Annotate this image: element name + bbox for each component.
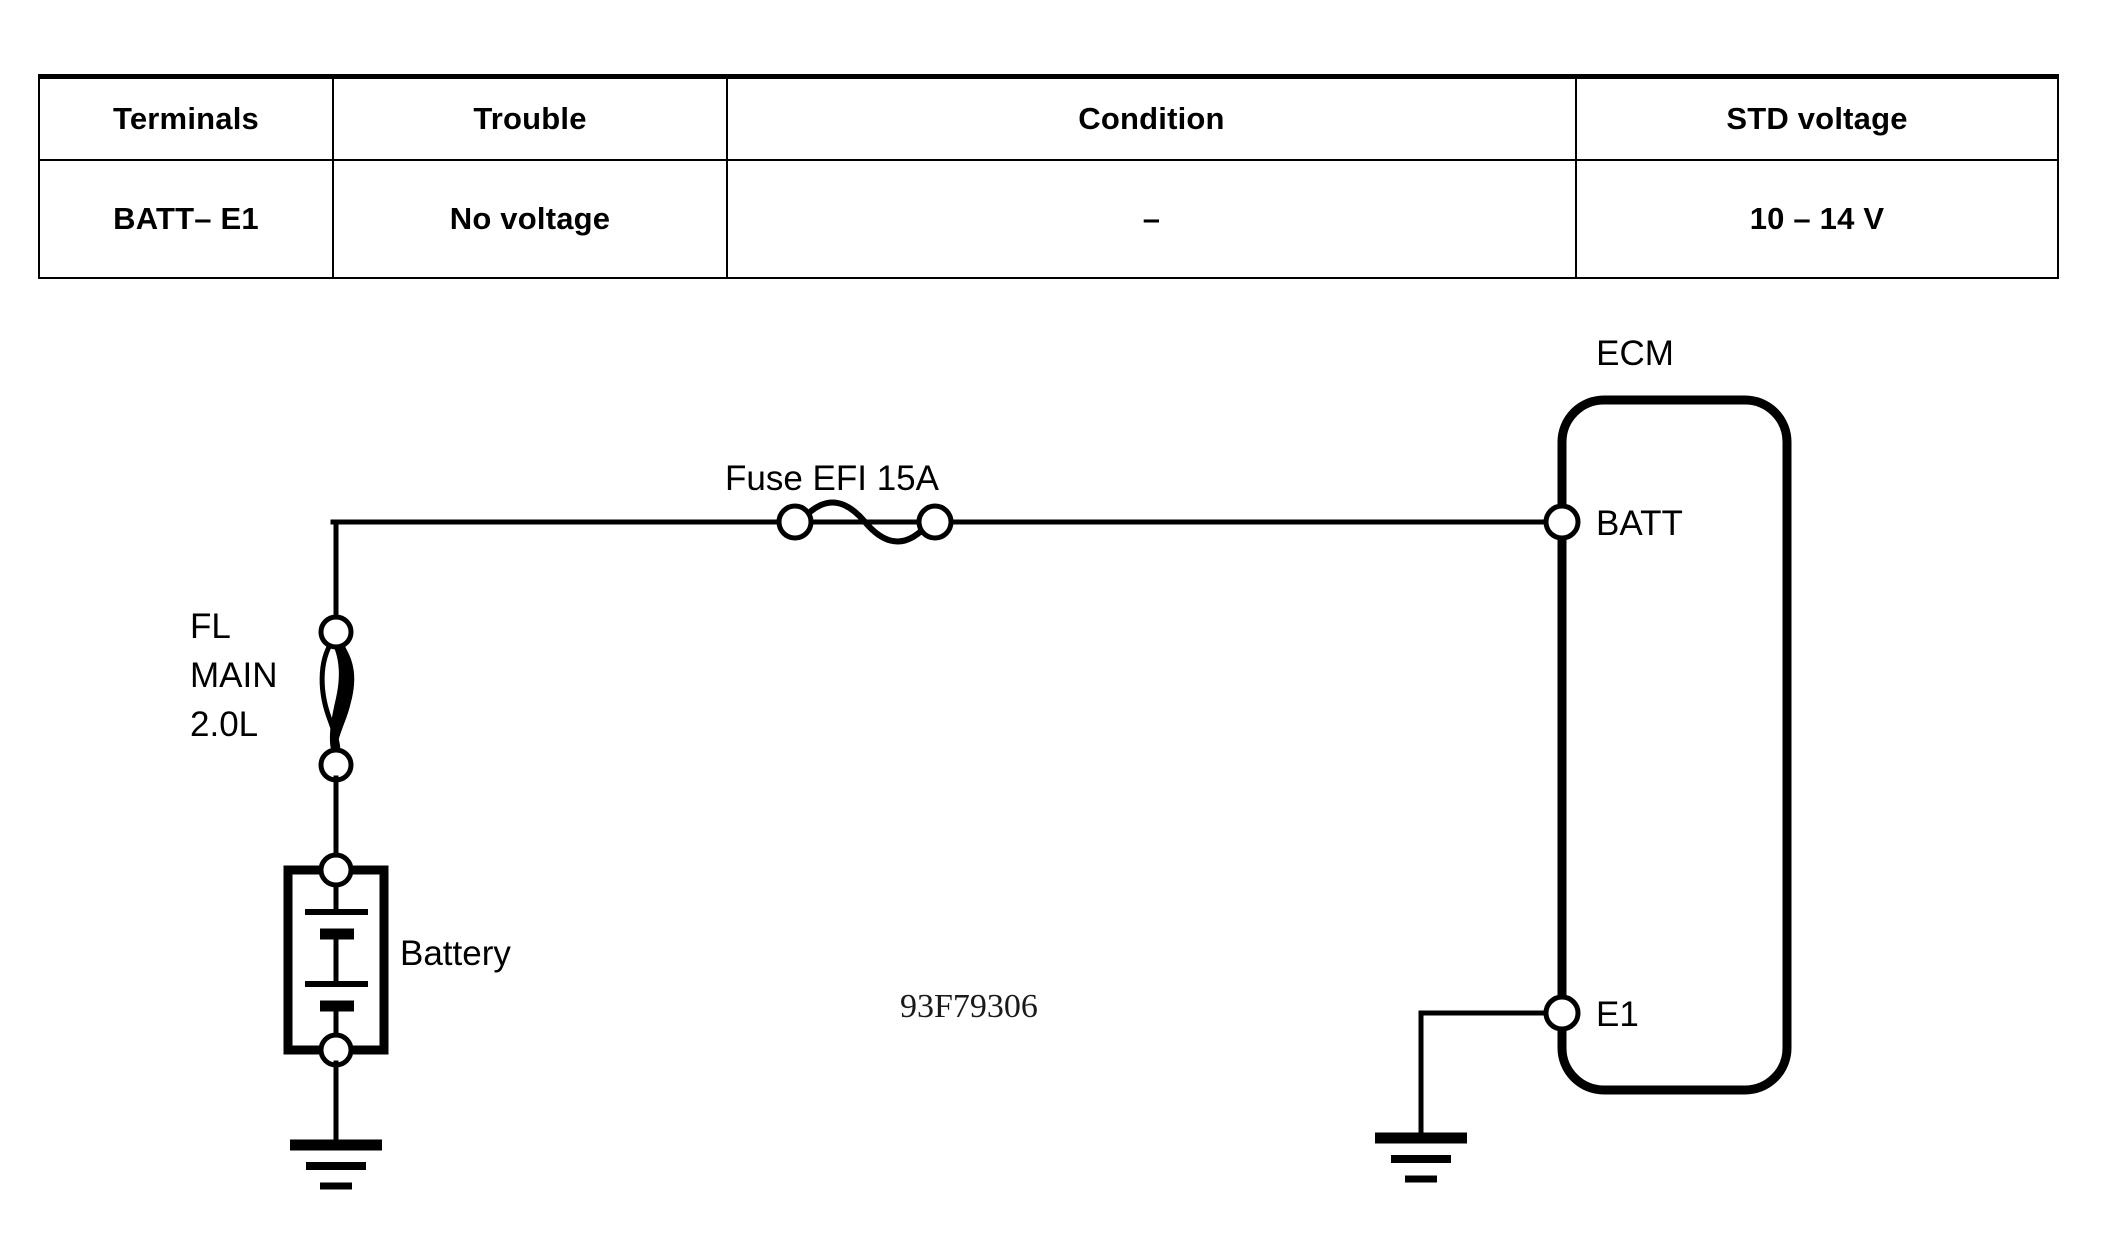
table-row: BATT– E1 No voltage – 10 – 14 V (38, 159, 2059, 279)
column-header-terminals: Terminals (38, 74, 334, 161)
ecm-e1-terminal-circle (1543, 994, 1581, 1032)
cell-trouble: No voltage (332, 159, 728, 279)
ground-symbol-battery (290, 1139, 382, 1190)
cell-std-voltage: 10 – 14 V (1575, 159, 2059, 279)
column-header-std-voltage: STD voltage (1575, 74, 2059, 161)
fuse-symbol (797, 499, 933, 545)
column-header-condition: Condition (726, 74, 1577, 161)
ecm-label: ECM (1596, 334, 1674, 373)
wiring-diagram: ECM Fuse EFI 15A FL MAIN 2.0L (0, 300, 2103, 1250)
ecm-batt-terminal-circle (1543, 503, 1581, 541)
column-header-trouble: Trouble (332, 74, 728, 161)
fuse-terminal-left-circle (776, 503, 814, 541)
fusible-link-top-circle (318, 614, 354, 650)
wire-e1-to-ground (1418, 1010, 1549, 1141)
spec-table: Terminals Trouble Condition STD voltage … (38, 74, 2059, 279)
battery-positive-terminal-circle (318, 852, 354, 888)
table-header-row: Terminals Trouble Condition STD voltage (38, 74, 2059, 161)
battery-label: Battery (400, 934, 511, 973)
ground-symbol-ecm (1375, 1132, 1467, 1183)
ecm-box (1557, 395, 1792, 1095)
fusible-link-label-line3: 2.0L (190, 705, 258, 744)
ecm-batt-terminal-label: BATT (1596, 504, 1683, 543)
ecm-e1-terminal-label: E1 (1596, 995, 1639, 1034)
fusible-link-label-line2: MAIN (190, 656, 278, 695)
cell-condition: – (726, 159, 1577, 279)
figure-reference: 93F79306 (900, 988, 1038, 1025)
fusible-link-symbol (319, 636, 355, 764)
fusible-link-label-line1: FL (190, 607, 231, 646)
cell-terminals: BATT– E1 (38, 159, 334, 279)
fuse-label: Fuse EFI 15A (725, 459, 940, 498)
fuse-terminal-right-circle (916, 503, 954, 541)
